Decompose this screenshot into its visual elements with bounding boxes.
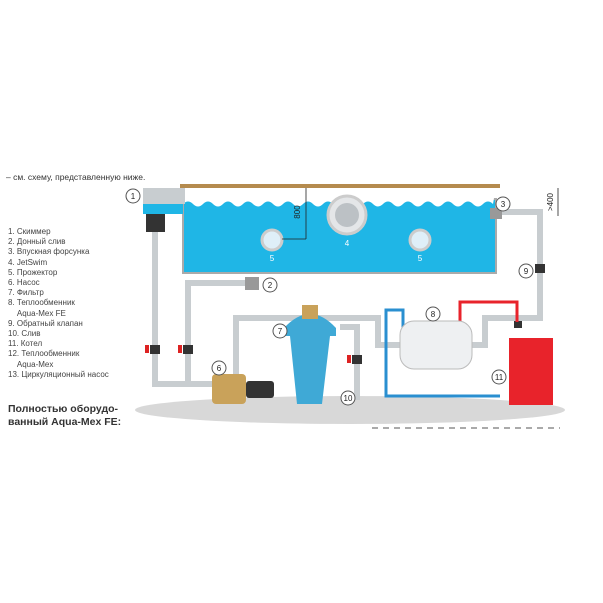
heat-exchanger (399, 320, 473, 370)
pool-light (408, 228, 432, 252)
marker: 4 (345, 239, 350, 248)
filter (284, 314, 336, 404)
valves (150, 264, 545, 364)
marker: 5 (270, 254, 275, 263)
marker: 10 (344, 394, 353, 403)
marker: 9 (524, 267, 529, 276)
diagram-part (125, 188, 141, 204)
legend: 1. Скиммер 2. Донный слив 3. Впускная фо… (8, 227, 109, 380)
diagram-part (518, 263, 534, 279)
legend-item: 11. Котел (8, 339, 43, 349)
boiler (509, 338, 553, 405)
markers: 1 2 3 4 5 5 6 7 8 9 10 11 (125, 188, 534, 406)
diagram-part (347, 355, 351, 363)
legend-item: 5. Прожектор (8, 267, 58, 277)
pool-light (260, 228, 284, 252)
diagram-part (300, 315, 403, 348)
diagram-part (262, 277, 278, 293)
skimmer (143, 188, 185, 204)
marker: 7 (278, 327, 283, 336)
diagram-part (233, 315, 300, 384)
skimmer-basket (146, 214, 165, 232)
cold-line (384, 308, 500, 398)
diagram-part (145, 345, 149, 353)
pool-deck (180, 184, 500, 188)
depth-label: 800 (293, 205, 302, 219)
marker: 3 (501, 200, 506, 209)
hot-line (458, 300, 519, 322)
marker: 2 (268, 281, 273, 290)
marker: 8 (431, 310, 436, 319)
legend-item: 4. JetSwim (8, 257, 48, 267)
pump (212, 374, 246, 404)
diagram-part (491, 369, 507, 385)
diagram-part (211, 360, 227, 376)
valve-handles (145, 345, 351, 363)
legend-item: 7. Фильтр (8, 288, 44, 298)
diagram-part (535, 264, 545, 273)
legend-item: 13. Циркуляционный насос (8, 369, 109, 379)
legend-item: 1. Скиммер (8, 227, 51, 236)
legend-item: 12. Теплообменник Aqua-Mex (8, 349, 80, 369)
filter-valve (302, 305, 318, 319)
pump-motor (246, 381, 274, 398)
legend-item: 2. Донный слив (8, 237, 66, 247)
legend-item: 8. Теплообменник Aqua-Mex FE (8, 298, 75, 318)
legend-item: 3. Впускная форсунка (8, 247, 90, 257)
diagram-part (495, 196, 511, 212)
diagram-part (352, 355, 362, 364)
diagram-part (470, 209, 543, 348)
legend-item: 9. Обратный клапан (8, 318, 83, 328)
diagram-part (178, 345, 182, 353)
diagram-part (152, 232, 213, 387)
legend-item: 6. Насос (8, 278, 40, 288)
marker: 5 (418, 254, 423, 263)
diagram-part (272, 323, 288, 339)
diagram-part (150, 345, 160, 354)
diagram-part (143, 204, 183, 214)
marker: 11 (495, 373, 504, 382)
intro-text: – см. схему, представленную ниже. (6, 172, 146, 182)
diagram-part (183, 345, 193, 354)
marker: 1 (131, 192, 136, 201)
diagram-part (340, 390, 356, 406)
inlet-height-label: >400 (546, 192, 555, 211)
legend-item: 10. Слив (8, 329, 41, 339)
bottom-drain (245, 277, 259, 290)
diagram-part (335, 203, 359, 227)
diagram-part (514, 321, 522, 328)
marker: 6 (217, 364, 222, 373)
diagram-part (340, 324, 360, 400)
caption: Полностью оборудо-ванный Aqua-Mex FE: (8, 403, 122, 428)
diagram-part (425, 306, 441, 322)
inlet-nozzle (490, 208, 502, 219)
